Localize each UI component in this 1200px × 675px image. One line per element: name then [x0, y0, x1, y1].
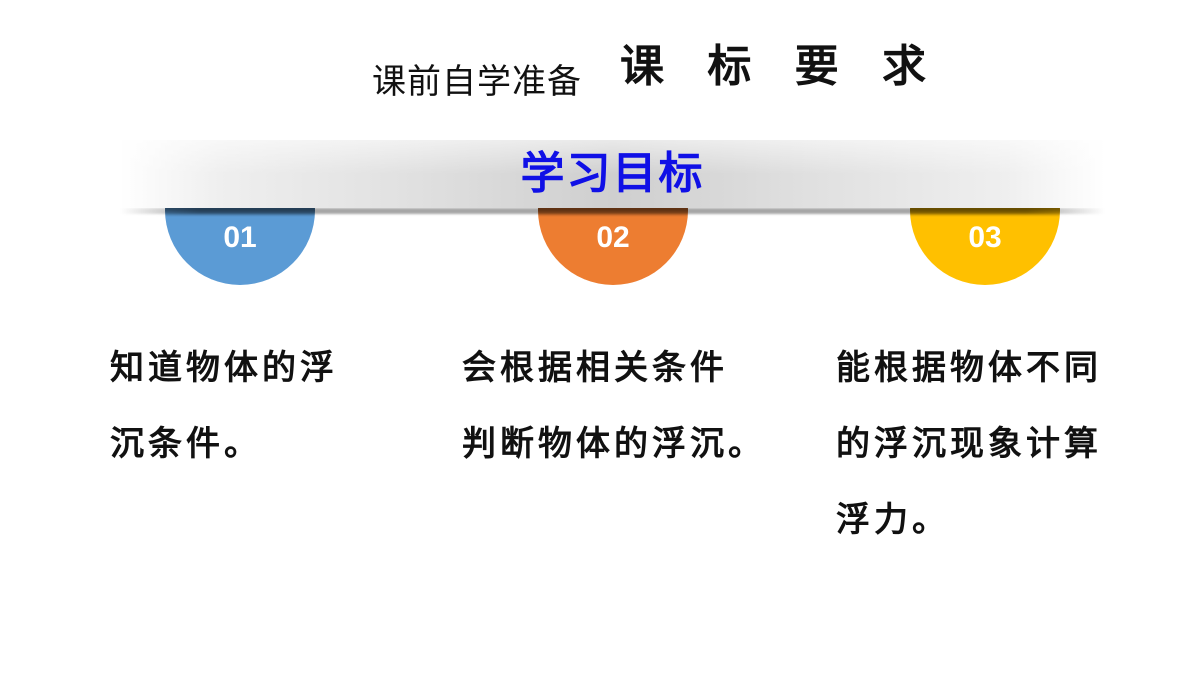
objective-3: 能根据物体不同 的浮沉现象计算 浮力。: [836, 330, 1126, 558]
objective-line: 能根据物体不同: [836, 348, 1102, 388]
badge-shadow: [538, 207, 688, 217]
banner-shadow: [120, 208, 1105, 214]
header-subtitle: 课前自学准备: [372, 62, 582, 102]
header-title: 课 标 要 求: [620, 41, 940, 92]
objective-2: 会根据相关条件 判断物体的浮沉。: [462, 330, 782, 482]
objective-line: 沉条件。: [110, 424, 262, 464]
section-banner: 学习目标: [120, 140, 1105, 208]
badge-shadow: [165, 207, 315, 217]
badge-number: 01: [223, 221, 257, 254]
objective-1: 知道物体的浮 沉条件。: [110, 330, 360, 482]
objective-line: 会根据相关条件: [462, 348, 728, 388]
badge-number: 02: [596, 221, 630, 254]
badge-number: 03: [968, 221, 1002, 254]
badge-shadow: [910, 207, 1060, 217]
objective-line: 浮力。: [836, 500, 950, 540]
slide-header: 课前自学准备 课 标 要 求: [0, 28, 1200, 102]
objective-line: 的浮沉现象计算: [836, 424, 1102, 464]
objective-line: 知道物体的浮: [110, 348, 338, 388]
badge-mask: [120, 130, 1105, 140]
objective-line: 判断物体的浮沉。: [462, 424, 766, 464]
banner-title: 学习目标: [520, 148, 705, 199]
